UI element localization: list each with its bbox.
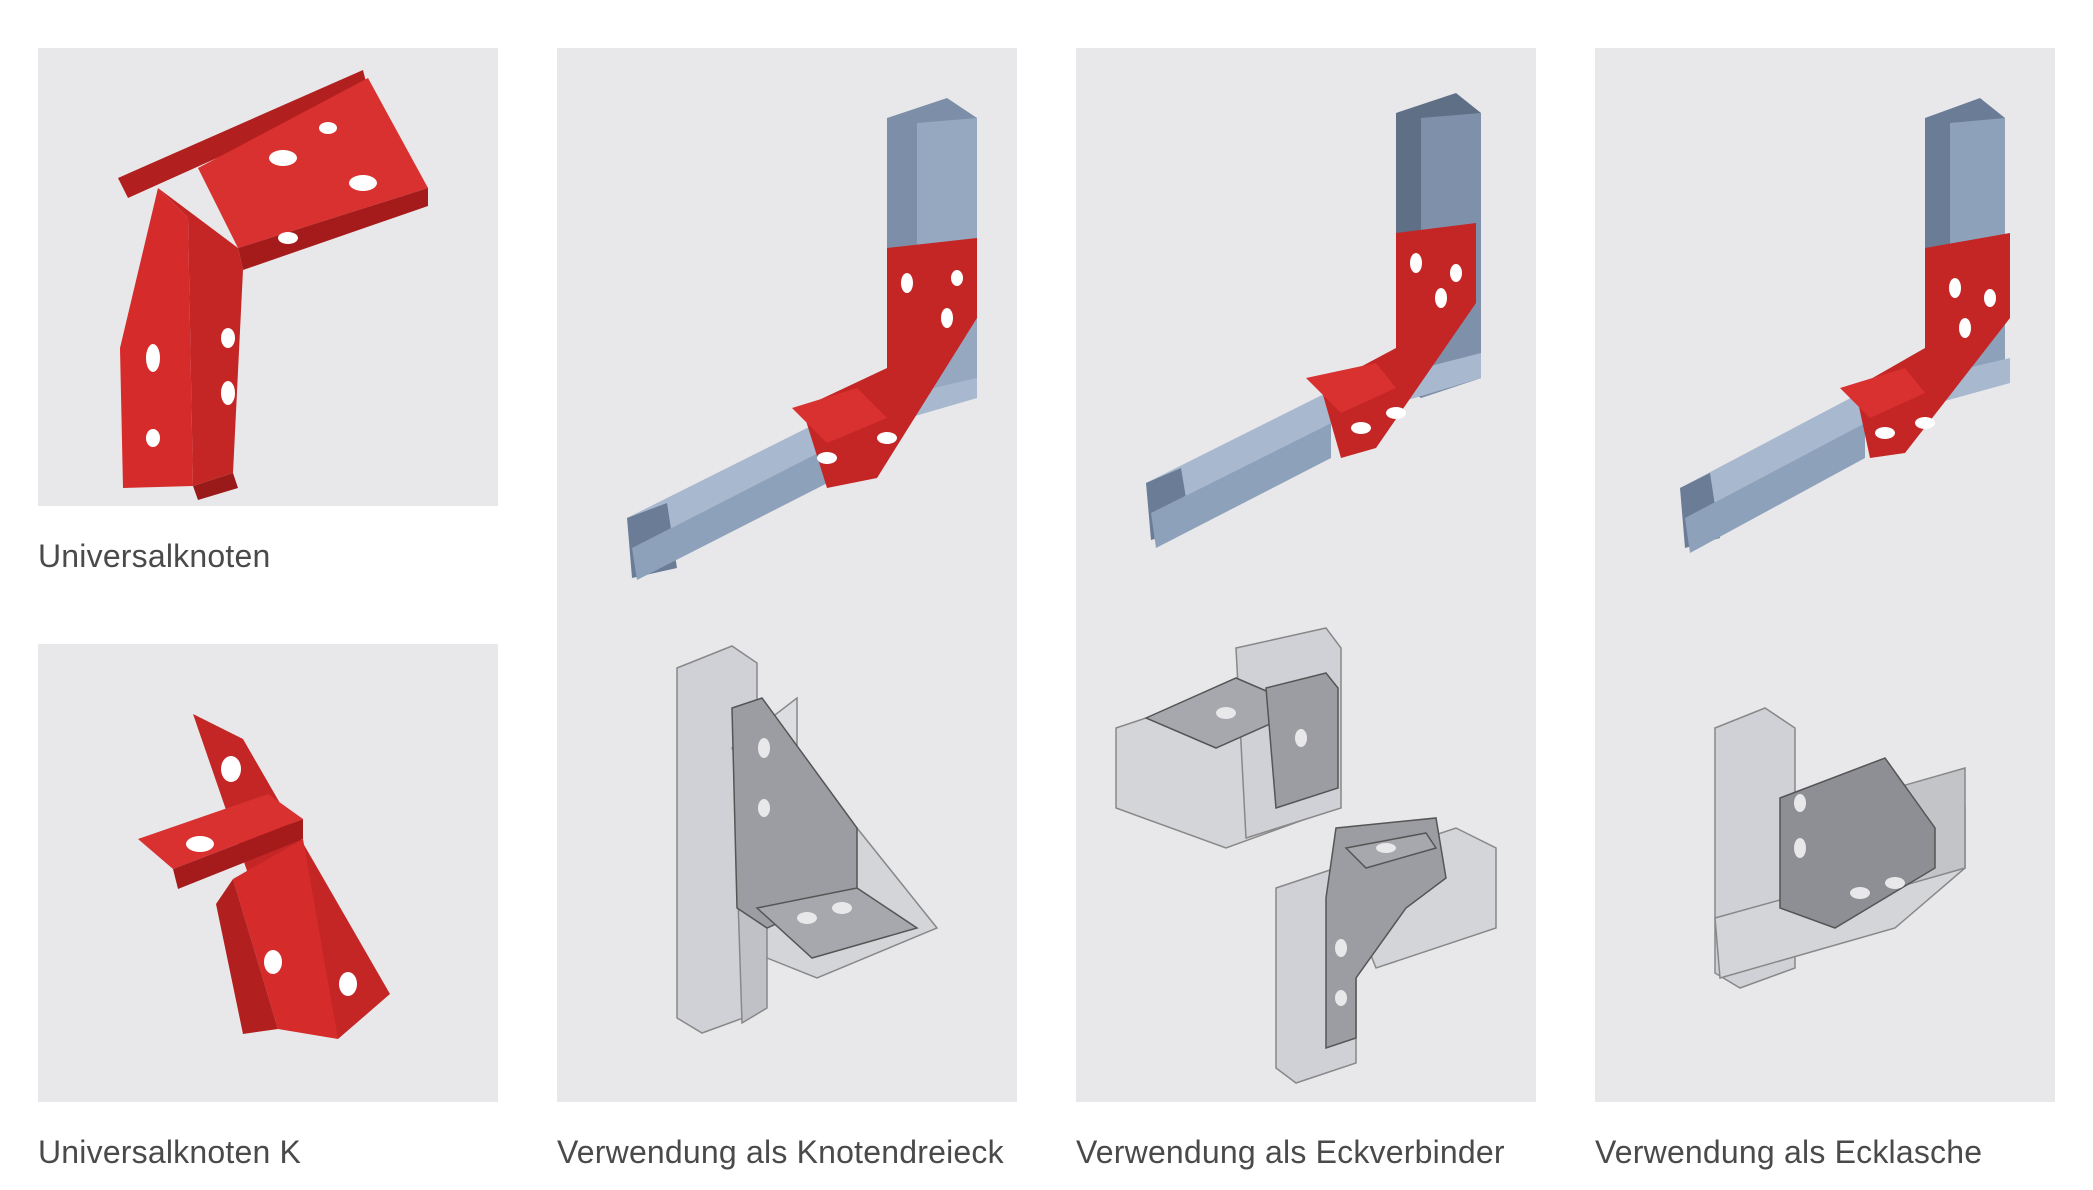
red-angle-bracket-icon [118, 70, 428, 500]
product-image-universal-node [38, 48, 498, 506]
rail-corner-connector-icon [1115, 93, 1497, 1084]
red-k-bracket-icon [138, 714, 390, 1039]
caption-universal-node-k: Universalknoten K [38, 1134, 302, 1170]
caption-universal-node: Universalknoten [38, 538, 271, 574]
product-image-corner-connector [1076, 48, 1536, 1102]
caption-corner-connector: Verwendung als Eckverbinder [1076, 1134, 1505, 1170]
rail-corner-bracket-icon [627, 98, 977, 1034]
product-image-corner-plate [1595, 48, 2055, 1102]
rail-corner-plate-icon [1680, 98, 2010, 989]
caption-corner-plate: Verwendung als Ecklasche [1595, 1134, 1983, 1170]
caption-node-triangle: Verwendung als Knotendreieck [557, 1134, 1004, 1170]
product-image-universal-node-k [38, 644, 498, 1102]
product-image-node-triangle [557, 48, 1017, 1102]
